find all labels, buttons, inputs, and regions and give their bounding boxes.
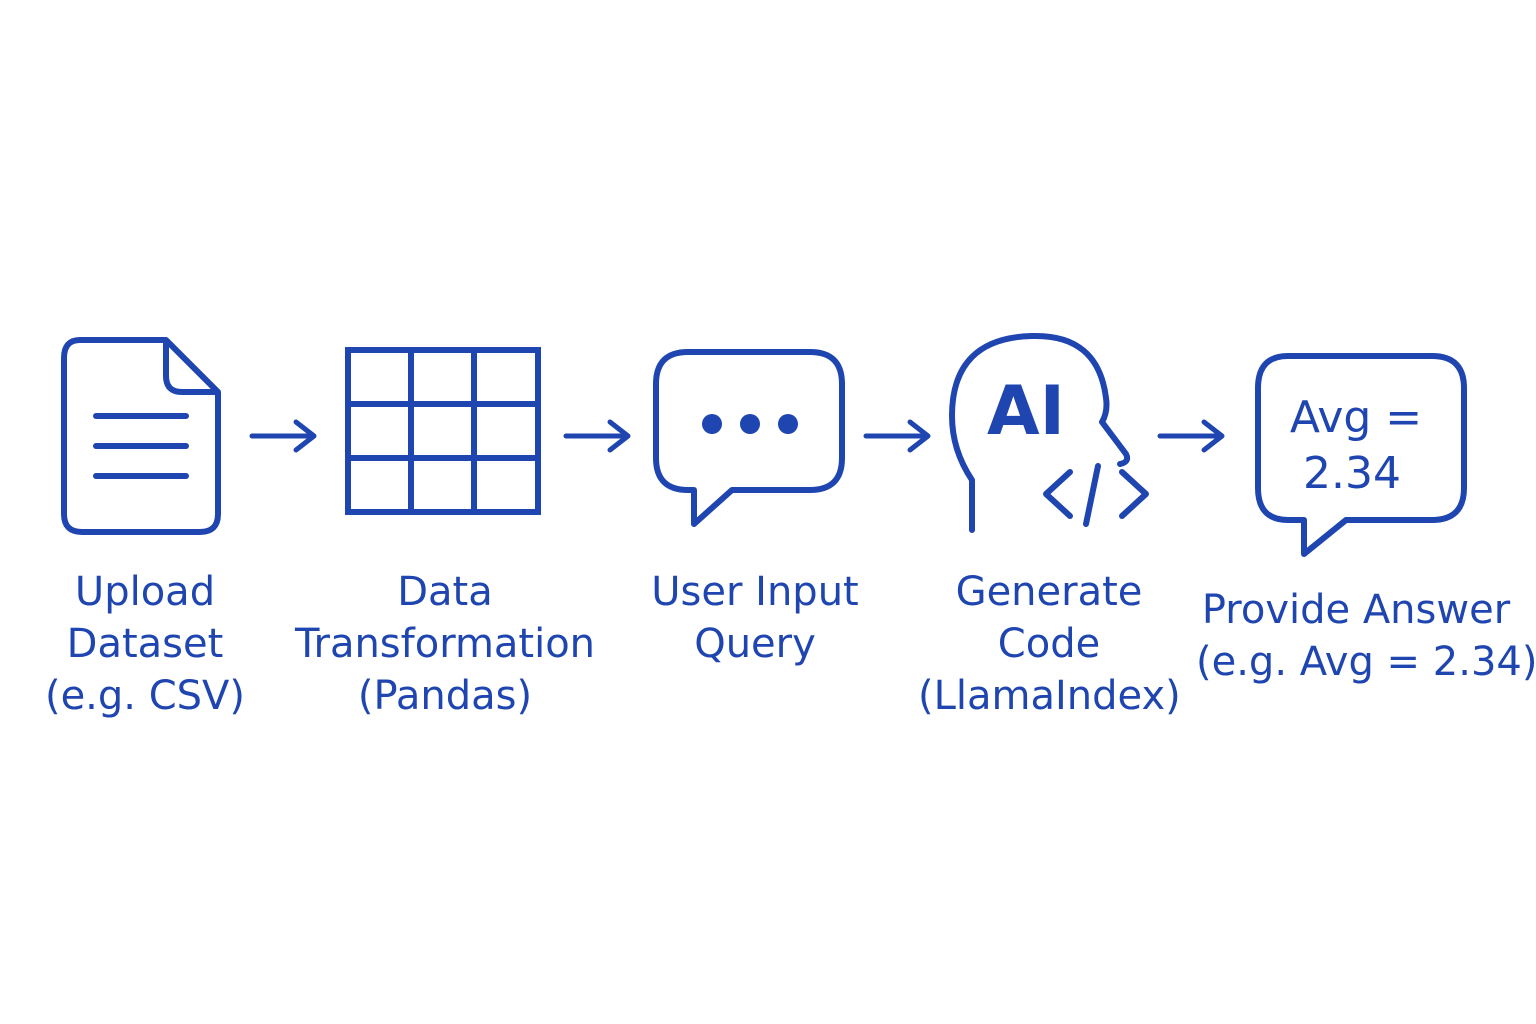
label-line: Generate bbox=[955, 569, 1143, 615]
chat-bubble-icon bbox=[652, 348, 846, 527]
label-line: Upload bbox=[74, 569, 216, 615]
step-label-answer: Provide Answer (e.g. Avg = 2.34) bbox=[1196, 584, 1536, 688]
label-line: Data bbox=[397, 569, 493, 615]
grid-table-icon bbox=[344, 346, 542, 516]
arrow-right-icon bbox=[562, 418, 634, 454]
answer-line-2: 2.34 bbox=[1303, 448, 1401, 499]
answer-bubble-icon: Avg = 2.34 bbox=[1254, 352, 1470, 558]
label-line: Code bbox=[997, 621, 1101, 667]
step-label-query: User Input Query bbox=[640, 566, 870, 670]
step-label-upload: Upload Dataset (e.g. CSV) bbox=[40, 566, 250, 722]
ai-text: AI bbox=[987, 372, 1065, 451]
step-label-generate: Generate Code (LlamaIndex) bbox=[918, 566, 1181, 722]
label-line: Dataset bbox=[66, 621, 224, 667]
arrow-right-icon bbox=[248, 418, 320, 454]
label-line: (Pandas) bbox=[357, 673, 533, 719]
arrow-right-icon bbox=[1156, 418, 1228, 454]
label-line: Transformation bbox=[294, 621, 596, 667]
ai-head-code-icon: AI bbox=[948, 330, 1160, 536]
answer-line-1: Avg = bbox=[1290, 392, 1422, 443]
label-line: (e.g. Avg = 2.34) bbox=[1196, 639, 1536, 685]
label-line: (LlamaIndex) bbox=[918, 673, 1181, 719]
label-line: Provide Answer bbox=[1201, 587, 1511, 633]
label-line: (e.g. CSV) bbox=[44, 673, 246, 719]
step-label-transform: Data Transformation (Pandas) bbox=[282, 566, 608, 722]
arrow-right-icon bbox=[862, 418, 934, 454]
label-line: Query bbox=[694, 621, 816, 667]
label-line: User Input bbox=[651, 569, 859, 615]
document-icon bbox=[60, 336, 224, 538]
